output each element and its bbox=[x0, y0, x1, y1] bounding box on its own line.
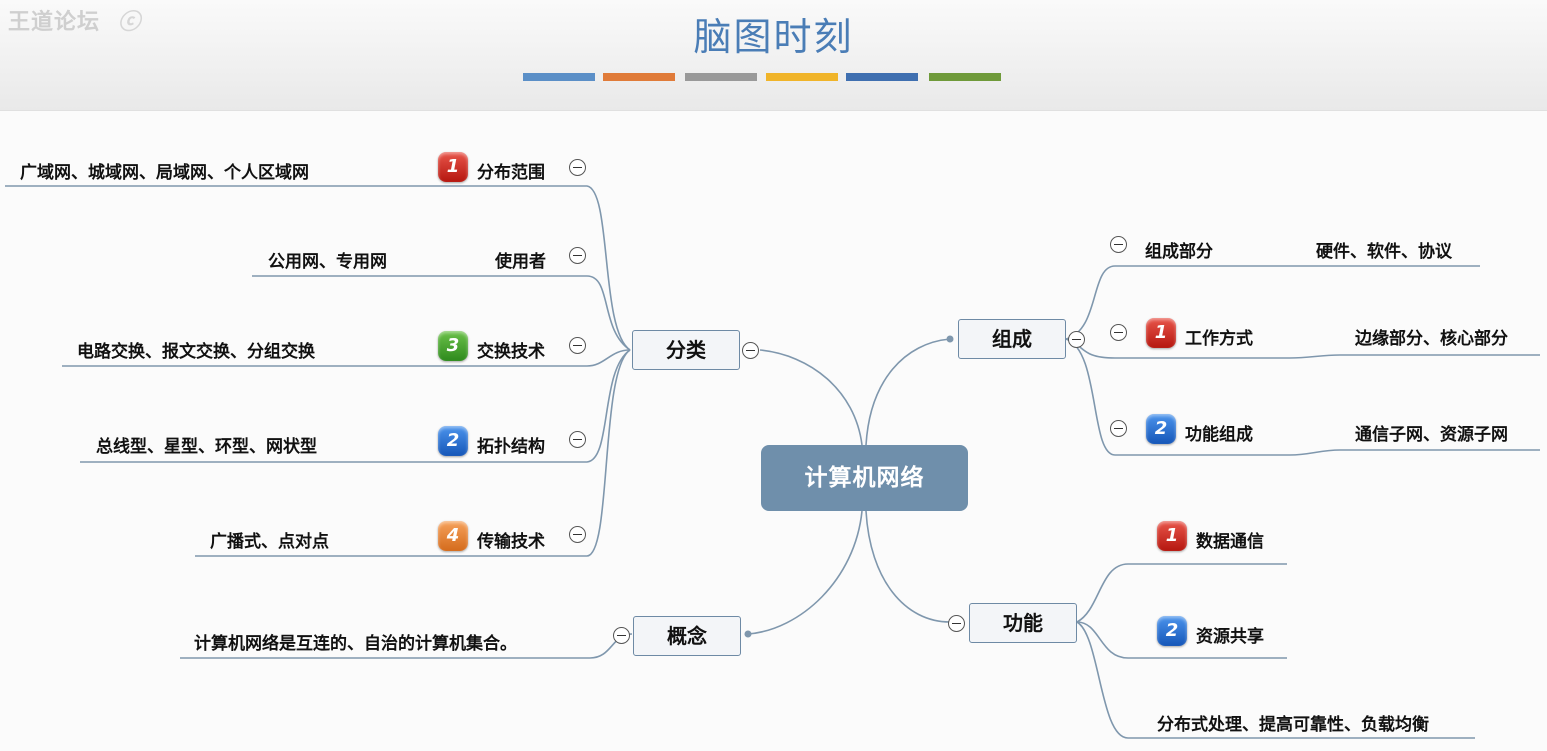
collapse-switching-icon[interactable] bbox=[569, 337, 586, 354]
detail-functional: 通信子网、资源子网 bbox=[1355, 425, 1508, 445]
page-title: 脑图时刻 bbox=[693, 15, 854, 59]
priority-1-icon: 1 bbox=[1157, 521, 1187, 551]
topic-distribution[interactable]: 分布范围 bbox=[477, 163, 545, 183]
collapse-functional-icon[interactable] bbox=[1110, 420, 1127, 437]
topic-switching[interactable]: 交换技术 bbox=[477, 342, 545, 362]
topic-working[interactable]: 工作方式 bbox=[1185, 329, 1253, 349]
priority-2-icon: 2 bbox=[1157, 616, 1187, 646]
topic-topology[interactable]: 拓扑结构 bbox=[477, 437, 545, 457]
collapse-function-icon[interactable] bbox=[948, 615, 965, 632]
detail-topology: 总线型、星型、环型、网状型 bbox=[96, 437, 317, 457]
collapse-parts-icon[interactable] bbox=[1110, 236, 1127, 253]
detail-users: 公用网、专用网 bbox=[268, 252, 387, 272]
priority-2-icon: 2 bbox=[1146, 414, 1176, 444]
central-topic[interactable]: 计算机网络 bbox=[761, 445, 968, 511]
topic-transmission[interactable]: 传输技术 bbox=[477, 532, 545, 552]
topic-resource-sharing[interactable]: 资源共享 bbox=[1196, 627, 1264, 647]
collapse-working-icon[interactable] bbox=[1110, 324, 1127, 341]
color-bar-6 bbox=[929, 73, 1001, 81]
node-classification[interactable]: 分类 bbox=[632, 330, 740, 370]
collapse-transmission-icon[interactable] bbox=[569, 526, 586, 543]
topic-functional[interactable]: 功能组成 bbox=[1185, 425, 1253, 445]
color-bar-5 bbox=[846, 73, 918, 81]
topic-other-functions[interactable]: 分布式处理、提高可靠性、负载均衡 bbox=[1157, 715, 1429, 735]
detail-working: 边缘部分、核心部分 bbox=[1355, 329, 1508, 349]
color-bar-1 bbox=[523, 73, 595, 81]
topic-parts[interactable]: 组成部分 bbox=[1145, 242, 1213, 262]
collapse-classification-icon[interactable] bbox=[742, 342, 759, 359]
priority-2-icon: 2 bbox=[438, 426, 468, 456]
color-bar-3 bbox=[685, 73, 757, 81]
node-classification-label: 分类 bbox=[666, 338, 706, 362]
priority-1-icon: 1 bbox=[1146, 318, 1176, 348]
collapse-composition-icon[interactable] bbox=[1068, 331, 1085, 348]
detail-parts: 硬件、软件、协议 bbox=[1316, 242, 1452, 262]
priority-4-icon: 4 bbox=[438, 521, 468, 551]
topic-data-communication[interactable]: 数据通信 bbox=[1196, 532, 1264, 552]
node-function-label: 功能 bbox=[1003, 611, 1043, 635]
detail-switching: 电路交换、报文交换、分组交换 bbox=[77, 342, 315, 362]
topic-users[interactable]: 使用者 bbox=[495, 252, 546, 272]
node-function[interactable]: 功能 bbox=[969, 603, 1077, 643]
color-bar-2 bbox=[603, 73, 675, 81]
node-composition-label: 组成 bbox=[992, 327, 1032, 351]
collapse-distribution-icon[interactable] bbox=[569, 159, 586, 176]
priority-3-icon: 3 bbox=[438, 331, 468, 361]
detail-distribution: 广域网、城域网、局域网、个人区域网 bbox=[20, 163, 309, 183]
color-bar-4 bbox=[766, 73, 838, 81]
collapse-topology-icon[interactable] bbox=[569, 431, 586, 448]
collapse-concept-icon[interactable] bbox=[613, 627, 630, 644]
detail-concept: 计算机网络是互连的、自治的计算机集合。 bbox=[194, 634, 517, 654]
priority-1-icon: 1 bbox=[438, 152, 468, 182]
node-composition[interactable]: 组成 bbox=[958, 319, 1066, 359]
node-concept-label: 概念 bbox=[667, 624, 707, 648]
collapse-users-icon[interactable] bbox=[569, 247, 586, 264]
detail-transmission: 广播式、点对点 bbox=[210, 532, 329, 552]
node-concept[interactable]: 概念 bbox=[633, 616, 741, 656]
